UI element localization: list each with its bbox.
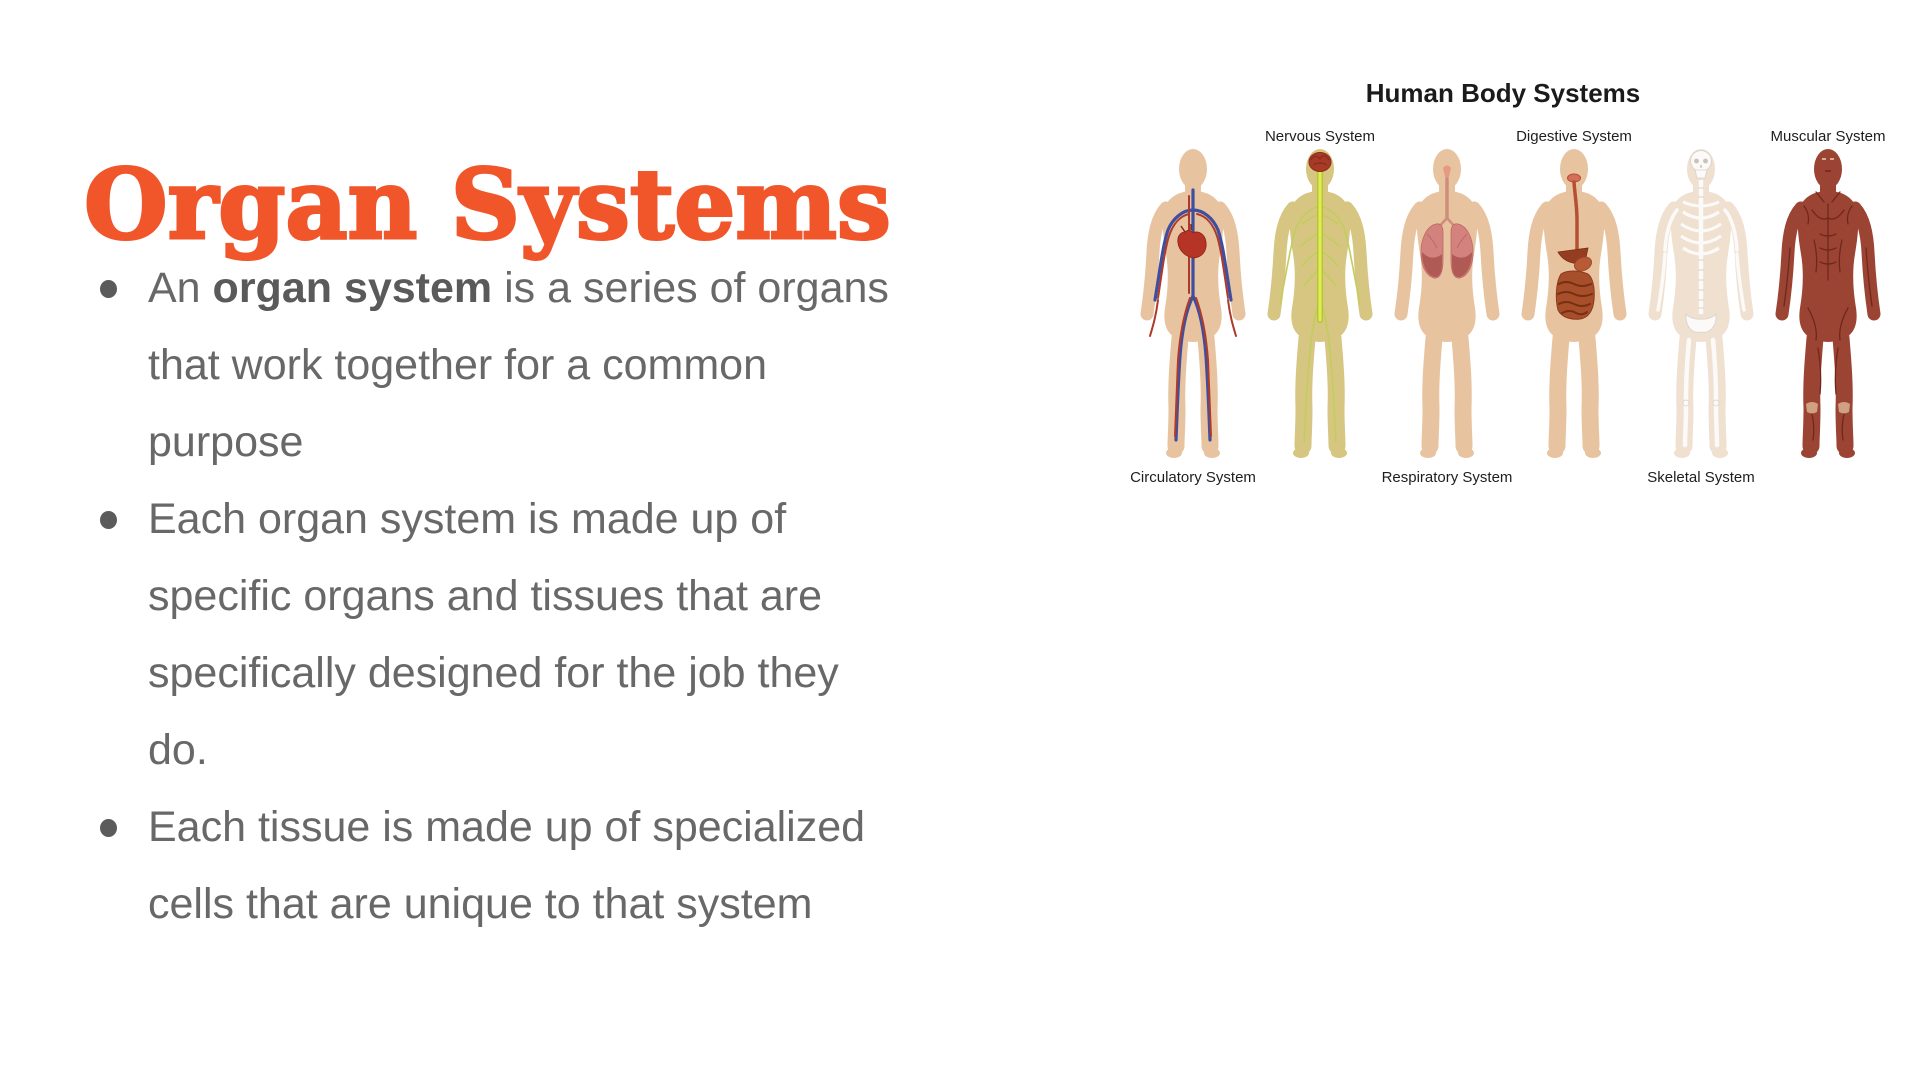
bullet-3-text: Each tissue is made up of specialized ce…	[148, 803, 866, 928]
bullet-item-2: Each organ system is made up of specific…	[90, 481, 1130, 789]
bullet-1-post: is a series of organs that work together…	[148, 264, 889, 466]
skeletal-figure	[1655, 149, 1747, 458]
label-nervous-system: Nervous System	[1265, 128, 1375, 145]
label-circulatory-system: Circulatory System	[1130, 469, 1256, 486]
nervous-figure	[1274, 149, 1366, 458]
figure-title: Human Body Systems	[1366, 78, 1641, 108]
bullet-2-text: Each organ system is made up of specific…	[148, 495, 839, 774]
respiratory-figure	[1401, 149, 1493, 458]
bullet-item-3: Each tissue is made up of specialized ce…	[90, 789, 1130, 943]
label-muscular-system: Muscular System	[1770, 128, 1885, 145]
bullet-1-pre: An	[148, 264, 213, 312]
digestive-figure	[1528, 149, 1620, 458]
slide-title: Organ Systems	[83, 148, 893, 262]
muscular-figure	[1782, 149, 1874, 458]
bullet-list: An organ system is a series of organs th…	[90, 250, 1130, 943]
bullet-1-bold-term: organ system	[212, 264, 493, 312]
circulatory-figure	[1147, 149, 1239, 458]
label-respiratory-system: Respiratory System	[1382, 469, 1513, 486]
human-body-systems-illustration: Human Body Systems Nervous System Digest…	[1130, 78, 1885, 486]
label-digestive-system: Digestive System	[1516, 128, 1632, 145]
label-skeletal-system: Skeletal System	[1647, 469, 1755, 486]
bullet-item-1: An organ system is a series of organs th…	[90, 250, 1130, 481]
